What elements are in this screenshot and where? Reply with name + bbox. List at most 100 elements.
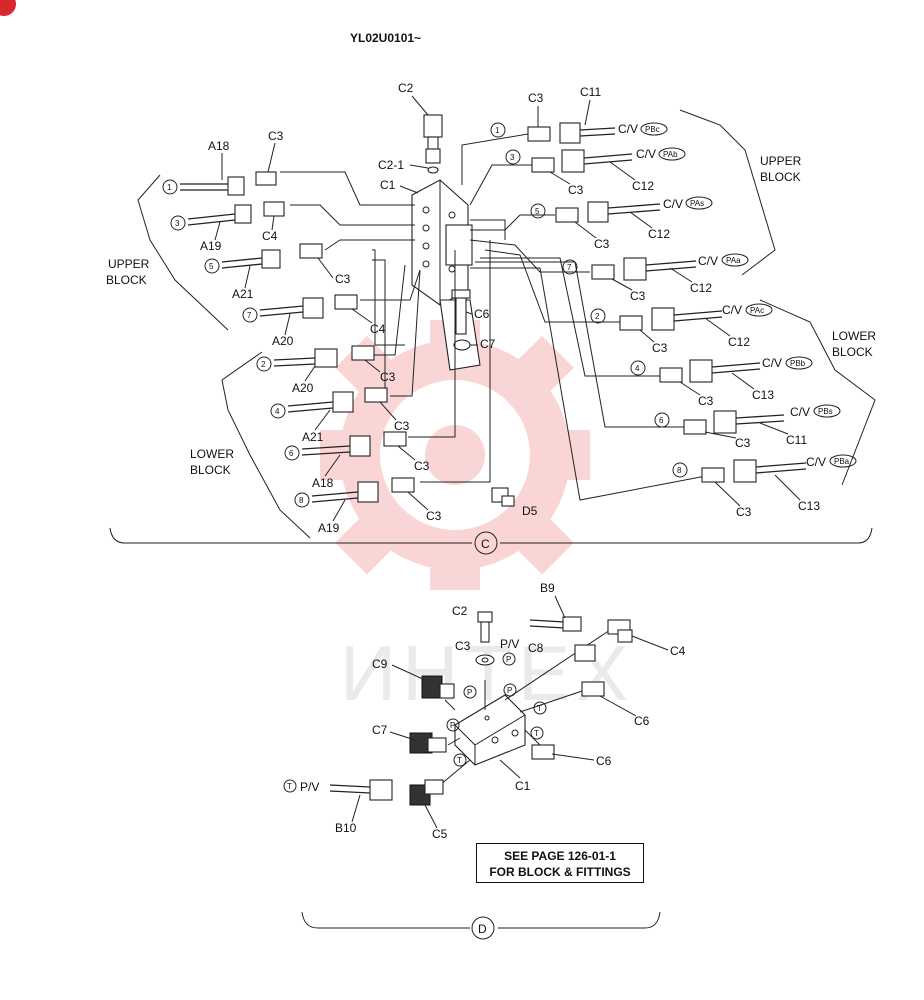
right-row-8: 8 C3 C13 C/V PBa [672,454,857,519]
left-row-2-hose: A19 [200,239,222,253]
right-row-3-port: PAs [690,199,704,208]
d-label-c2: C2 [452,604,468,618]
left-row-3-num: 5 [209,262,214,271]
left-row-6-hose: A21 [302,430,324,444]
left-row-3-fitting: C3 [335,272,351,286]
right-row-8-num: 8 [677,466,682,475]
section-d-label: D [478,922,487,936]
right-row-7: 6 C3 C11 C/V PBs [654,404,841,450]
d-c4-elbow: C4 [607,619,686,658]
left-row-3: 5 A21 C3 [204,243,351,301]
corner-badge [0,0,16,16]
label-c1: C1 [380,178,396,192]
right-row-2-num: 3 [510,153,515,162]
watermark-text: ИНТЕХ [340,629,634,717]
right-row-6-dest: C/V [762,356,782,370]
left-lower-block-label-2: BLOCK [190,463,231,477]
left-row-2: 3 A19 C4 [170,201,285,253]
right-row-3: 5 C3 C12 C/V PAs [530,196,713,251]
right-row-7-fitting: C3 [735,436,751,450]
d-label-c5: C5 [432,827,448,841]
left-upper-block-label-1: UPPER [108,257,150,271]
left-row-7-num: 6 [289,449,294,458]
right-row-8-hose: C13 [798,499,820,513]
right-row-1-fitting: C3 [528,91,544,105]
right-row-2-fitting: C3 [568,183,584,197]
left-upper-block-label-2: BLOCK [106,273,147,287]
right-lower-block-label-2: BLOCK [832,345,873,359]
view-d-routing [439,629,611,786]
d-label-pv-top: P/V [500,637,519,651]
right-row-1-port: PBc [645,125,660,134]
d-c6b-fitting: C6 [531,744,612,768]
right-row-7-hose: C11 [786,433,807,447]
right-row-3-hose: C12 [648,227,670,241]
right-row-8-port: PBa [834,457,850,466]
section-d-bracket: D [301,911,661,940]
right-upper-block-brace: UPPER BLOCK [679,109,802,276]
d-port-p-4: P [450,721,455,730]
d-label-c8: C8 [528,641,544,655]
right-row-6-num: 4 [635,364,640,373]
left-row-1: 1 A18 C3 [162,129,284,196]
right-row-2-dest: C/V [636,147,656,161]
left-row-7: 6 A18 C3 [284,431,430,490]
right-row-6-hose: C13 [752,388,774,402]
right-row-8-fitting: C3 [736,505,752,519]
left-row-5: 2 A20 C3 [256,345,396,395]
label-c2-1: C2-1 [378,158,404,172]
right-lower-block-brace: LOWER BLOCK [759,299,876,486]
right-row-5-port: PAc [750,306,764,315]
d-c5-elbow: C5 [409,779,448,841]
right-row-2: 3 C3 C12 C/V PAb [505,147,686,197]
left-row-2-fitting: C4 [262,229,278,243]
right-row-4: 7 C3 C12 C/V PAa [562,253,749,303]
left-row-4: 7 A20 C4 [242,294,386,348]
d-c2-bolt: C2 [452,604,493,643]
d-label-c7: C7 [372,723,388,737]
d-b9-hose: B9 [529,581,582,632]
d-label-c9: C9 [372,657,388,671]
d-c8-fitting: C8 [528,641,596,662]
left-upper-block-brace: UPPER BLOCK [106,174,229,331]
section-c-bracket: C [109,527,873,555]
left-row-4-hose: A20 [272,334,294,348]
reference-note: SEE PAGE 126-01-1 FOR BLOCK & FITTINGS [476,843,644,883]
left-row-4-num: 7 [247,311,252,320]
right-upper-block-label-1: UPPER [760,154,802,168]
right-row-7-dest: C/V [790,405,810,419]
left-row-8-hose: A19 [318,521,340,535]
left-row-5-fitting: C3 [380,370,396,384]
left-lower-block-brace: LOWER BLOCK [190,351,311,539]
d-port-t-2: T [534,729,539,738]
d-label-pv-left: P/V [300,780,319,794]
left-row-8-fitting: C3 [426,509,442,523]
left-row-4-fitting: C4 [370,322,386,336]
left-row-1-fitting: C3 [268,129,284,143]
right-row-6: 4 C3 C13 C/V PBb [630,356,813,408]
left-row-6: 4 A21 C3 [270,387,410,444]
right-upper-block-label-2: BLOCK [760,170,801,184]
d-port-t-3: T [457,756,462,765]
reference-note-line-2: FOR BLOCK & FITTINGS [489,865,631,879]
left-row-3-hose: A21 [232,287,254,301]
d-port-markers: P P P T T T [446,683,547,767]
model-range: YL02U0101~ [350,31,421,45]
left-lower-block-label-1: LOWER [190,447,234,461]
right-row-1-dest: C/V [618,122,638,136]
right-row-4-hose: C12 [690,281,712,295]
d-port-p-1: P [506,655,511,664]
right-row-4-fitting: C3 [630,289,646,303]
right-row-4-num: 7 [567,263,572,272]
right-row-5-fitting: C3 [652,341,668,355]
left-row-8: 8 A19 C3 [294,477,442,535]
d-label-b9: B9 [540,581,555,595]
left-row-8-num: 8 [299,496,304,505]
d-port-p-2: P [467,688,472,697]
left-row-7-hose: A18 [312,476,334,490]
left-row-5-num: 2 [261,360,266,369]
right-row-5-num: 2 [595,312,600,321]
right-row-3-dest: C/V [663,197,683,211]
right-row-5-dest: C/V [722,303,742,317]
